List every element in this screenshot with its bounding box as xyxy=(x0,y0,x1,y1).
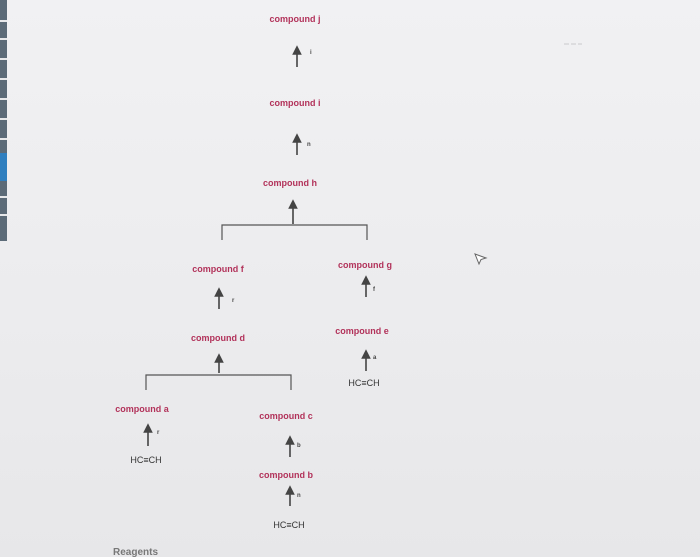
node-compound-g: compound g xyxy=(338,260,392,270)
node-compound-a: compound a xyxy=(115,404,169,414)
node-compound-j: compound j xyxy=(269,14,321,24)
reagent-e-to-g: f xyxy=(373,287,375,293)
reagent-b-to-c: b xyxy=(297,443,301,449)
strip-notch xyxy=(0,20,7,22)
strip-notch xyxy=(0,98,7,100)
acetylene-bottom: HC≡CH xyxy=(273,520,305,530)
merge-bracket-d xyxy=(145,374,292,390)
node-compound-e: compound e xyxy=(335,326,389,336)
strip-notch xyxy=(0,214,7,216)
strip-notch xyxy=(0,78,7,80)
left-edge-strip xyxy=(0,0,7,241)
mouse-pointer-icon xyxy=(474,253,488,266)
strip-selected-item xyxy=(0,153,7,181)
strip-notch xyxy=(0,58,7,60)
acetylene-right: HC≡CH xyxy=(348,378,380,388)
reagent-acetylene-to-e: a xyxy=(373,355,377,361)
strip-notch xyxy=(0,196,7,198)
strip-notch xyxy=(0,118,7,120)
merge-bracket-h xyxy=(221,224,368,240)
node-compound-f: compound f xyxy=(192,264,244,274)
reagent-acetylene-to-b: n xyxy=(297,493,301,499)
node-compound-h: compound h xyxy=(263,178,317,188)
reagents-heading-partial: Reagents xyxy=(113,547,159,557)
faint-dash-mark xyxy=(564,43,582,45)
node-compound-i: compound i xyxy=(269,98,321,108)
reagent-i-to-j: i xyxy=(310,50,312,56)
reagent-h-to-i: n xyxy=(307,142,311,148)
reagent-acetylene-to-a: r xyxy=(157,430,160,436)
node-compound-c: compound c xyxy=(259,411,313,421)
reagent-d-to-f: r xyxy=(232,298,235,304)
strip-notch xyxy=(0,138,7,140)
strip-notch xyxy=(0,38,7,40)
node-compound-d: compound d xyxy=(191,333,245,343)
acetylene-left: HC≡CH xyxy=(130,455,162,465)
node-compound-b: compound b xyxy=(259,470,313,480)
